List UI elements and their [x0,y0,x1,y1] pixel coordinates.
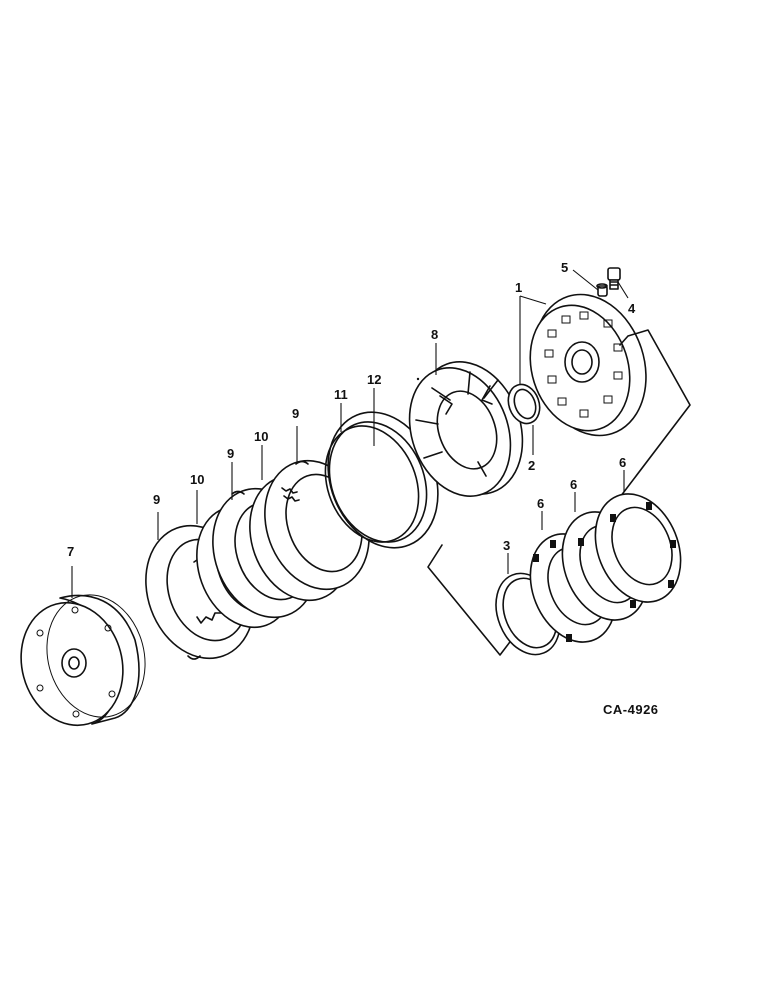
callout-9-front: 9 [153,492,160,507]
callout-8: 8 [431,327,438,342]
part-1-clutch-housing [529,293,647,437]
callout-9-middle: 9 [227,446,234,461]
callout-6-middle: 6 [570,477,577,492]
callout-9-rear: 9 [292,406,299,421]
callout-11: 11 [334,387,348,402]
callout-3: 3 [503,538,510,553]
part-5-plug [596,283,608,297]
callout-7: 7 [67,544,74,559]
part-4-fitting [607,267,621,290]
leader-lines [71,269,629,598]
part-12-pressure-plate [327,411,439,549]
part-6-lugged-plate-rear [594,493,682,608]
callout-6-rear: 6 [619,455,626,470]
callout-5: 5 [561,260,568,275]
callout-10-front: 10 [190,472,204,487]
callout-10-rear: 10 [254,429,268,444]
drawing-id: CA-4926 [603,702,659,717]
callout-4: 4 [628,301,636,316]
callout-6-front: 6 [537,496,544,511]
scan-dot [416,377,420,381]
part-2-seal-ring [507,383,541,425]
part-11-ring [324,425,420,543]
part-7-clutch-hub [20,594,146,727]
callout-12: 12 [367,372,381,387]
callout-2: 2 [528,458,535,473]
part-8-piston [408,361,524,497]
callout-1: 1 [515,280,522,295]
